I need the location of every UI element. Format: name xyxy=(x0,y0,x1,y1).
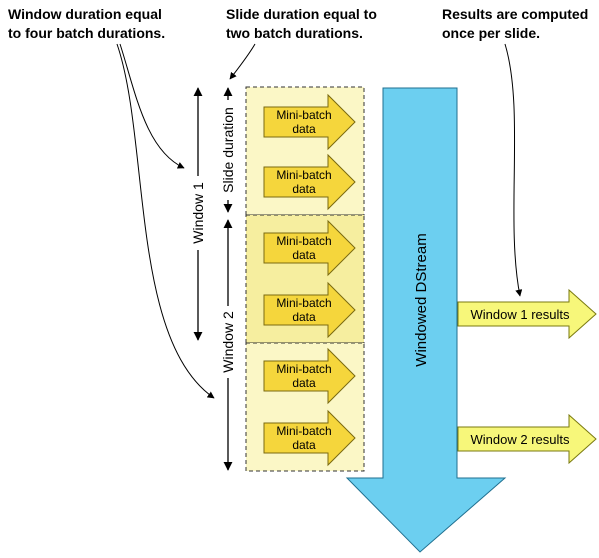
batch-6: Mini-batch data xyxy=(263,409,356,467)
batch-label-line1: Mini-batch xyxy=(276,296,331,310)
windowed-dstream-arrow xyxy=(345,87,507,553)
batch-1: Mini-batch data xyxy=(263,93,356,151)
batch-arrow xyxy=(263,347,356,405)
window1-label: Window 1 xyxy=(190,182,206,244)
batch-arrow xyxy=(263,409,356,467)
results-callout-line2: once per slide. xyxy=(442,25,540,41)
window1-label-bg xyxy=(188,176,208,250)
results-pointer xyxy=(504,43,523,297)
batch-arrow xyxy=(263,93,356,151)
batch-label-line1: Mini-batch xyxy=(276,108,331,122)
batch-label-line1: Mini-batch xyxy=(276,234,331,248)
window1-results: Window 1 results xyxy=(457,288,597,340)
batch-label-line2: data xyxy=(292,310,316,324)
batch-label-line2: data xyxy=(292,182,316,196)
batch-label-line1: Mini-batch xyxy=(276,424,331,438)
batch-arrow xyxy=(263,153,356,211)
batch-2: Mini-batch data xyxy=(263,153,356,211)
batch-label-line2: data xyxy=(292,248,316,262)
window-callout-line1: Window duration equal xyxy=(8,6,162,22)
batch-label-line2: data xyxy=(292,438,316,452)
batch-3: Mini-batch data xyxy=(263,219,356,277)
batch-arrow xyxy=(263,219,356,277)
window2-label-bg xyxy=(218,306,238,378)
slide-duration-label: Slide duration xyxy=(220,107,236,193)
batch-label-line1: Mini-batch xyxy=(276,362,331,376)
result-arrow xyxy=(457,413,597,465)
batch-label-line1: Mini-batch xyxy=(276,168,331,182)
windowed-dstream-label: Windowed DStream xyxy=(413,233,430,366)
batch-5: Mini-batch data xyxy=(263,347,356,405)
window1-pointer xyxy=(119,43,185,169)
window2-results: Window 2 results xyxy=(457,413,597,465)
results-callout-line1: Results are computed xyxy=(442,6,588,22)
batch-4: Mini-batch data xyxy=(263,281,356,339)
slide-pointer xyxy=(229,43,256,80)
slide-duration-label-bg xyxy=(218,100,238,200)
window1-results-label: Window 1 results xyxy=(471,307,570,322)
window2-results-label: Window 2 results xyxy=(471,432,570,447)
slide-callout-line1: Slide duration equal to xyxy=(226,6,377,22)
slide-callout-line2: two batch durations. xyxy=(226,25,363,41)
batch-label-line2: data xyxy=(292,122,316,136)
result-arrow xyxy=(457,288,597,340)
window-callout-line2: to four batch durations. xyxy=(8,25,165,41)
batch-label-line2: data xyxy=(292,376,316,390)
window2-pointer xyxy=(116,43,215,399)
batch-arrow xyxy=(263,281,356,339)
window2-label: Window 2 xyxy=(220,311,236,373)
